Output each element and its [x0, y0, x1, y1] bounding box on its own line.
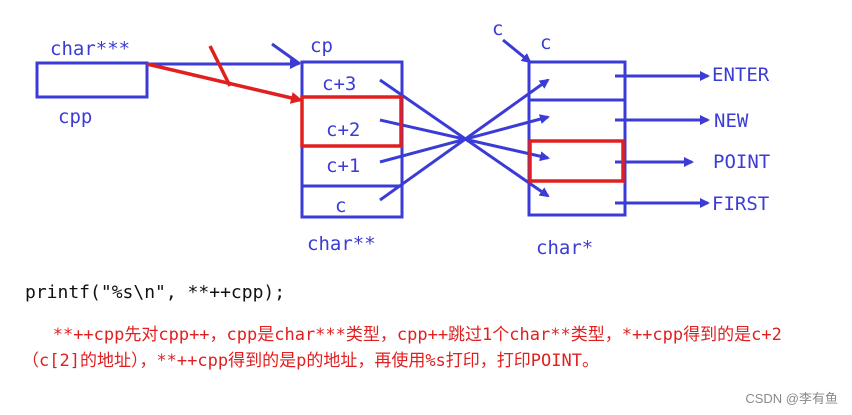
cpp-type-label: char***	[50, 38, 130, 60]
increment-tick	[208, 45, 232, 87]
c-type-label: char*	[536, 237, 593, 259]
cp-cell-0: c+3	[322, 73, 356, 95]
pointer-diagram: char*** cpp cp c+3 c+2 c+1 c char** c c …	[35, 18, 770, 259]
c-array	[527, 60, 627, 217]
c-pointer-label: c	[492, 18, 503, 40]
cp-name-label: cp	[310, 35, 333, 57]
cp-pointer-tick	[271, 42, 301, 66]
arrow-cpp-incremented	[146, 62, 303, 104]
explanation-text: **++cpp先对cpp++，cpp是char***类型，cpp++跳过1个ch…	[22, 325, 782, 371]
string-point: POINT	[713, 151, 770, 173]
cp-type-label: char**	[307, 233, 376, 255]
watermark: CSDN @李有鱼	[745, 391, 838, 406]
string-first: FIRST	[712, 193, 769, 215]
code-line: printf("%s\n", **++cpp);	[25, 282, 286, 303]
string-enter: ENTER	[712, 64, 770, 86]
cp-cell-3: c	[335, 195, 346, 217]
highlight-c2-cell	[300, 95, 403, 148]
cpp-name-label: cpp	[58, 106, 92, 128]
highlight-point-cell	[528, 139, 625, 183]
arrow-c-to-c0	[379, 78, 550, 202]
string-new: NEW	[714, 110, 749, 132]
cp-cell-2: c+1	[326, 155, 360, 177]
c-pointer-arrow	[502, 38, 532, 64]
cpp-box	[35, 61, 149, 99]
c-name-label: c	[540, 32, 551, 54]
cp-cell-1: c+2	[326, 119, 360, 141]
